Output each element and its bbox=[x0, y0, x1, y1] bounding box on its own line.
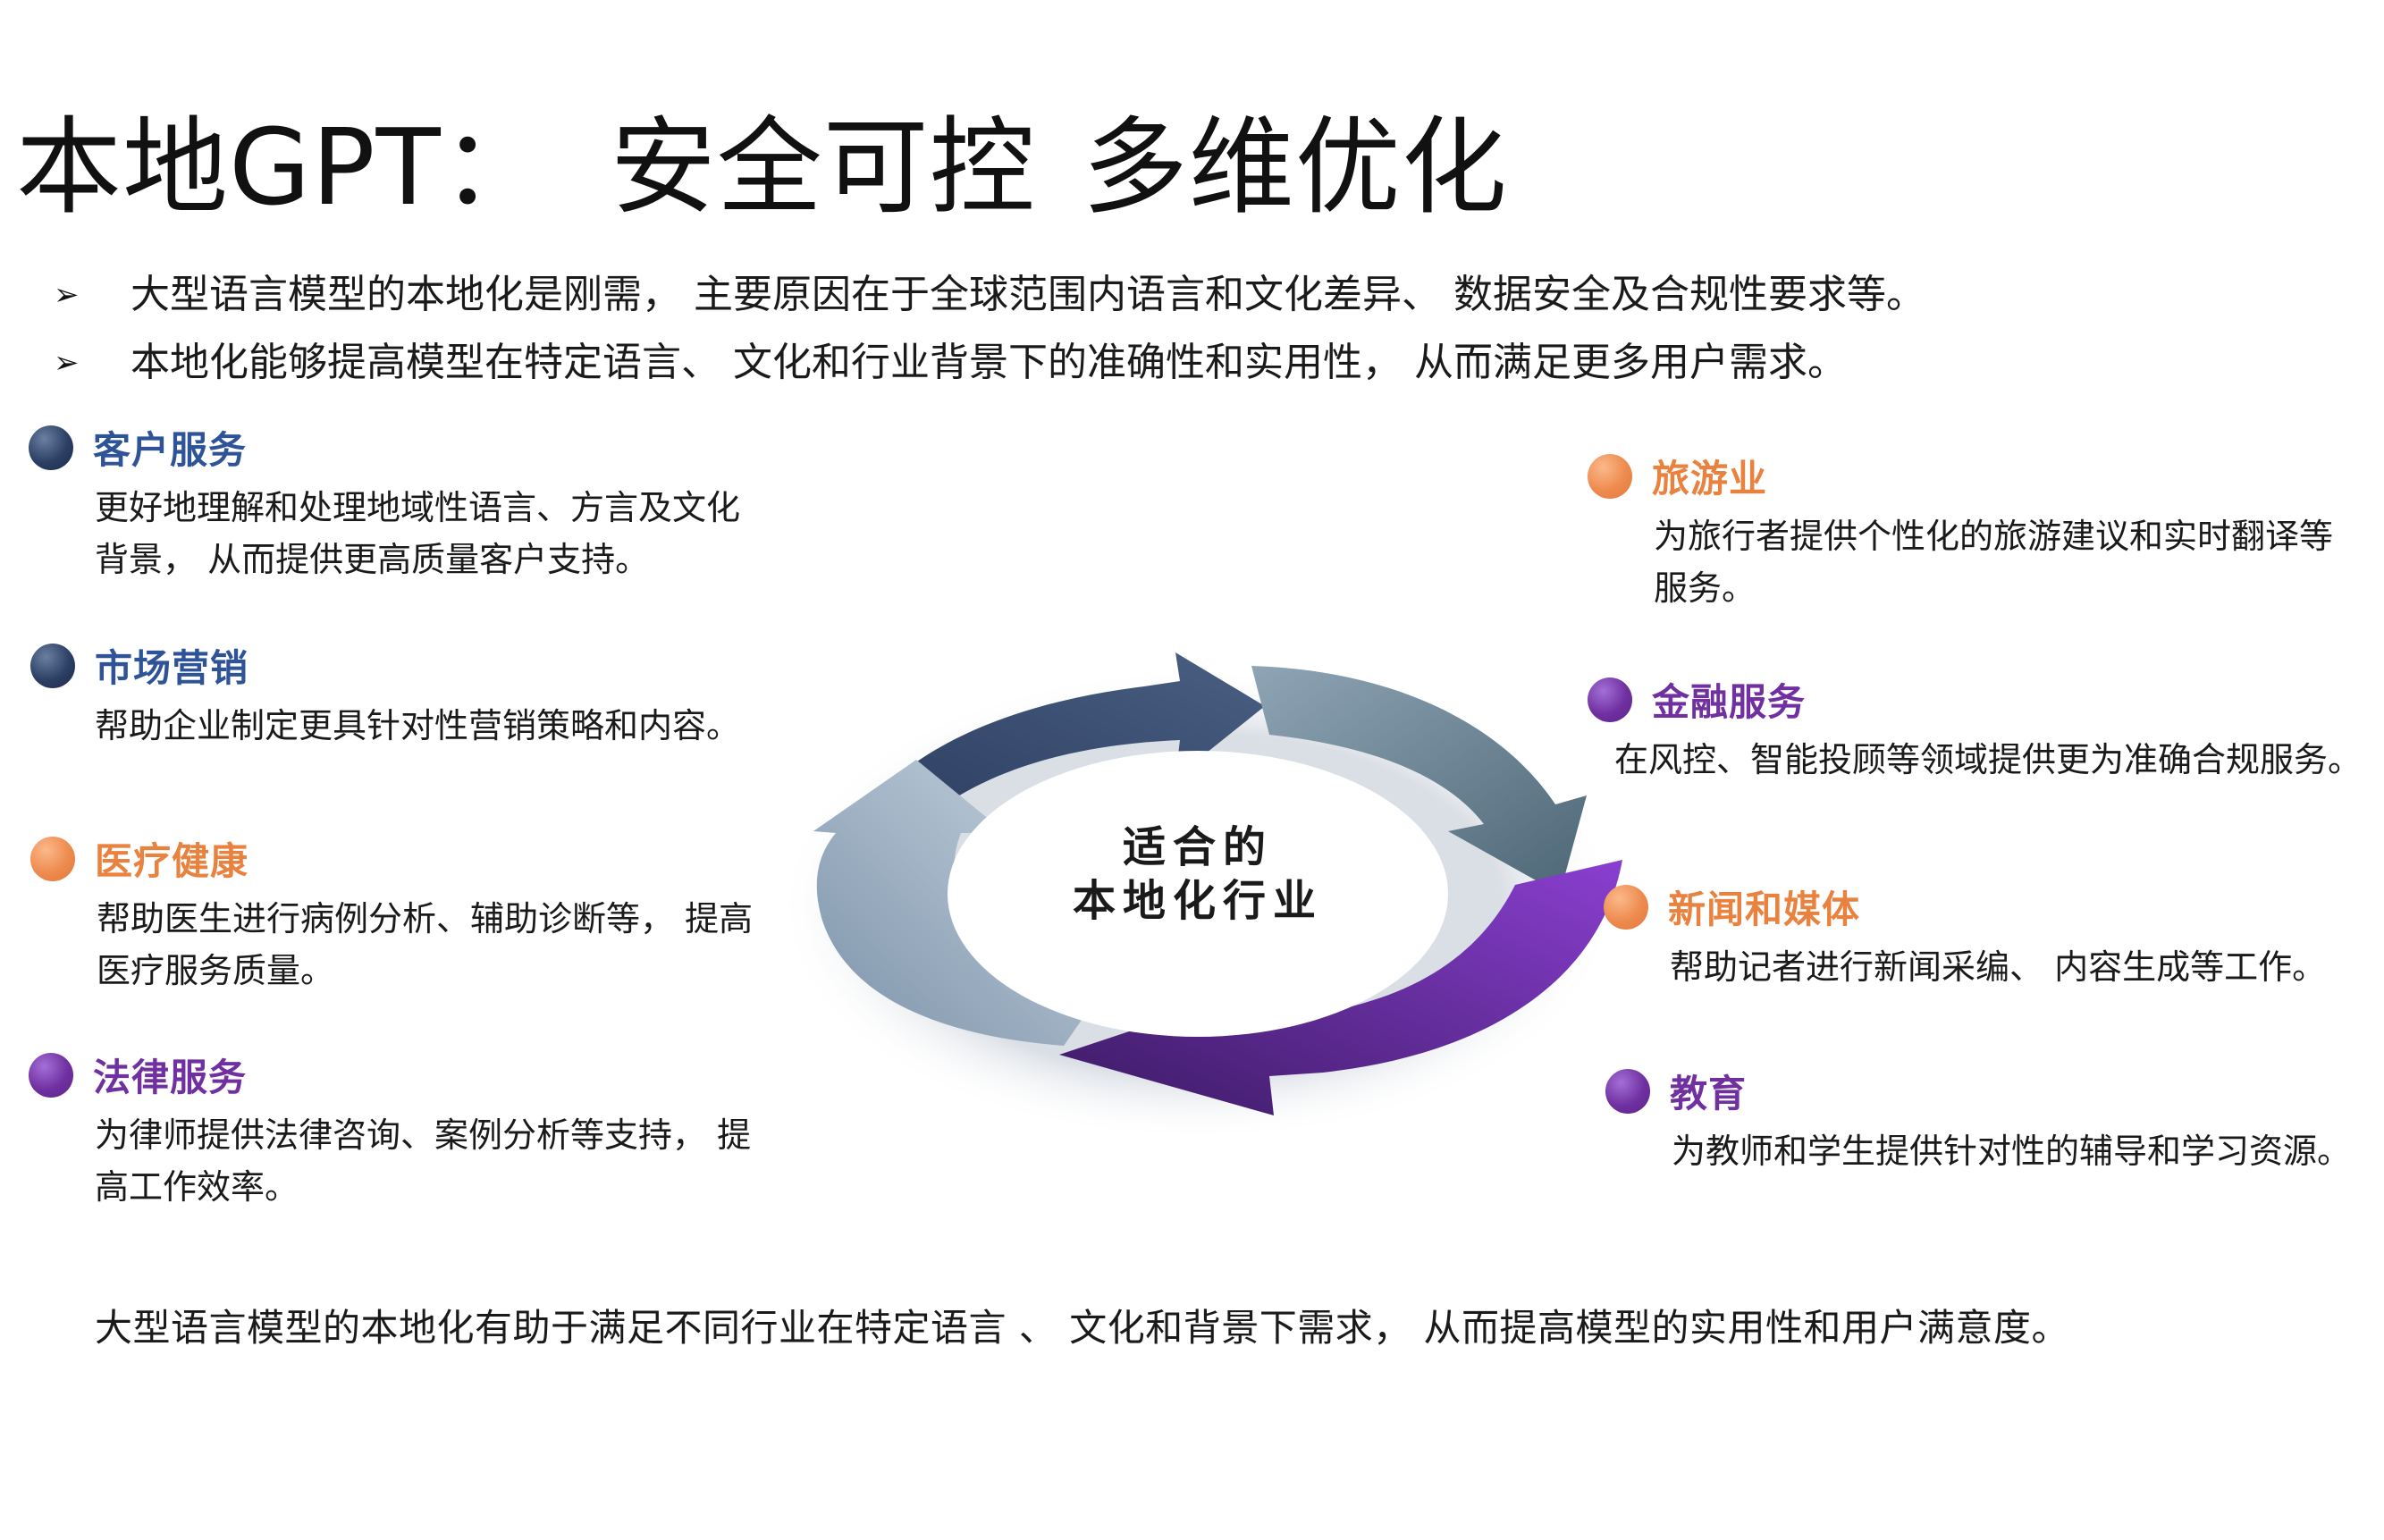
purple-dot-icon bbox=[29, 1052, 73, 1098]
sector-finance: 金融服务 在风控、智能投顾等领域提供更为准确合规服务。 bbox=[1588, 672, 2374, 786]
sector-name: 市场营销 bbox=[95, 646, 249, 690]
center-label-line2: 本地化行业 bbox=[1072, 876, 1323, 926]
bullet-text: 大型语言模型的本地化是刚需， 主要原因在于全球范围内语言和文化差异、 数据安全及… bbox=[131, 272, 1925, 317]
sector-header: 客户服务 bbox=[29, 420, 771, 475]
orange-dot-icon bbox=[1604, 884, 1648, 930]
sector-healthcare: 医疗健康 帮助医生进行病例分析、辅助诊断等， 提高医疗服务质量。 bbox=[30, 831, 772, 997]
purple-dot-icon bbox=[1605, 1068, 1650, 1114]
cycle-arrow-steel bbox=[1251, 666, 1587, 894]
page-title-secure: 安全可控 bbox=[610, 105, 1036, 229]
sector-tourism: 旅游业 为旅行者提供个性化的旅游建议和实时翻译等服务。 bbox=[1588, 449, 2356, 614]
bullet-text: 本地化能够提高模型在特定语言、 文化和行业背景下的准确性和实用性， 从而满足更多… bbox=[131, 340, 1847, 385]
page-title-optimize: 多维优化 bbox=[1082, 105, 1508, 229]
center-label-line1: 适合的 bbox=[1122, 822, 1273, 872]
sector-marketing: 市场营销 帮助企业制定更具针对性营销策略和内容。 bbox=[30, 638, 772, 752]
sector-header: 金融服务 bbox=[1588, 672, 2374, 727]
sector-header: 旅游业 bbox=[1588, 449, 2356, 503]
sector-description: 为教师和学生提供针对性的辅导和学习资源。 bbox=[1672, 1132, 2352, 1171]
sector-description: 为律师提供法律咨询、案例分析等支持， 提高工作效率。 bbox=[95, 1115, 752, 1207]
sector-header: 医疗健康 bbox=[30, 831, 772, 886]
sector-header: 市场营销 bbox=[30, 638, 772, 693]
sector-description: 帮助企业制定更具针对性营销策略和内容。 bbox=[95, 706, 741, 745]
sector-news-media: 新闻和媒体 帮助记者进行新闻采编、 内容生成等工作。 bbox=[1604, 879, 2372, 993]
sector-header: 教育 bbox=[1605, 1064, 2374, 1118]
bullet-item: ➢ 大型语言模型的本地化是刚需， 主要原因在于全球范围内语言和文化差异、 数据安… bbox=[54, 261, 1925, 329]
sector-name: 教育 bbox=[1670, 1072, 1748, 1115]
bullet-arrow-icon: ➢ bbox=[54, 345, 80, 381]
sector-name: 法律服务 bbox=[93, 1056, 248, 1099]
orange-dot-icon bbox=[1588, 453, 1632, 499]
bullet-item: ➢ 本地化能够提高模型在特定语言、 文化和行业背景下的准确性和实用性， 从而满足… bbox=[54, 329, 1925, 397]
cycle-center bbox=[948, 751, 1448, 1037]
sector-description: 更好地理解和处理地域性语言、方言及文化背景， 从而提供更高质量客户支持。 bbox=[95, 488, 741, 579]
intro-bullets: ➢ 大型语言模型的本地化是刚需， 主要原因在于全球范围内语言和文化差异、 数据安… bbox=[54, 261, 1925, 397]
cycle-diagram bbox=[778, 652, 1622, 1141]
bullet-arrow-icon: ➢ bbox=[54, 277, 80, 313]
sector-description: 帮助医生进行病例分析、辅助诊断等， 提高医疗服务质量。 bbox=[97, 899, 754, 990]
orange-dot-icon bbox=[30, 836, 75, 881]
cycle-arrow-purple bbox=[1059, 860, 1622, 1115]
sector-education: 教育 为教师和学生提供针对性的辅导和学习资源。 bbox=[1605, 1064, 2374, 1177]
navy-dot-icon bbox=[30, 643, 75, 688]
sector-name: 新闻和媒体 bbox=[1668, 888, 1861, 931]
page-title-main: 本地GPT： bbox=[16, 105, 548, 229]
sector-description: 在风控、智能投顾等领域提供更为准确合规服务。 bbox=[1614, 740, 2363, 779]
sector-name: 客户服务 bbox=[93, 428, 248, 472]
sector-name: 医疗健康 bbox=[95, 839, 249, 883]
sector-header: 新闻和媒体 bbox=[1604, 879, 2372, 934]
sector-description: 帮助记者进行新闻采编、 内容生成等工作。 bbox=[1670, 947, 2327, 987]
sector-legal: 法律服务 为律师提供法律咨询、案例分析等支持， 提高工作效率。 bbox=[29, 1048, 771, 1213]
sector-name: 旅游业 bbox=[1652, 457, 1768, 501]
sector-header: 法律服务 bbox=[29, 1048, 771, 1102]
sector-customer-service: 客户服务 更好地理解和处理地域性语言、方言及文化背景， 从而提供更高质量客户支持… bbox=[29, 420, 771, 585]
sector-description: 为旅行者提供个性化的旅游建议和实时翻译等服务。 bbox=[1654, 517, 2334, 608]
purple-dot-icon bbox=[1588, 677, 1632, 722]
page-title: 本地GPT：安全可控多维优化 bbox=[16, 114, 1508, 220]
cycle-center-label: 适合的 本地化行业 bbox=[1037, 820, 1359, 928]
sector-name: 金融服务 bbox=[1652, 680, 1807, 724]
navy-dot-icon bbox=[29, 425, 73, 470]
summary-text: 大型语言模型的本地化有助于满足不同行业在特定语言 、 文化和背景下需求， 从而提… bbox=[95, 1306, 2070, 1350]
